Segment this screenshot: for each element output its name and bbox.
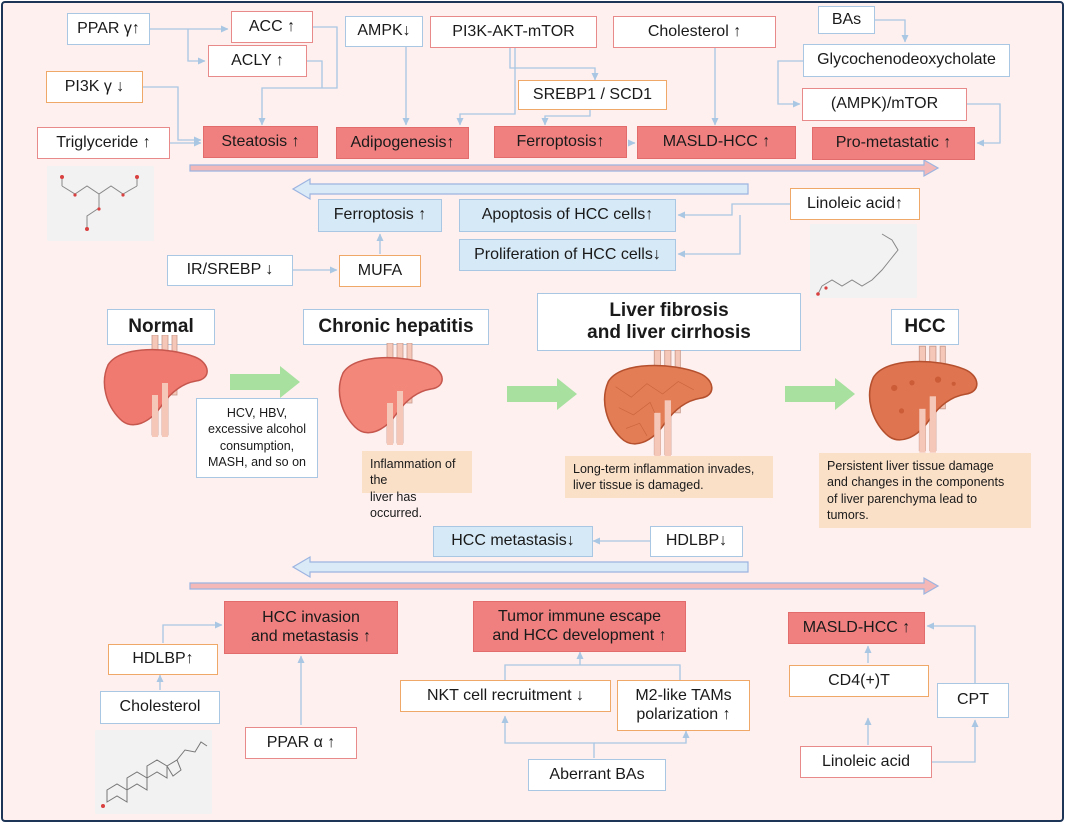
m2-tams-box: M2-like TAMs polarization ↑	[617, 680, 750, 731]
ampk-box: AMPK↓	[345, 16, 423, 47]
pi3k-akt-mtor-box: PI3K-AKT-mTOR	[430, 16, 597, 48]
stage-hcc-title: HCC	[891, 309, 959, 345]
ppar-gamma-box: PPAR γ↑	[67, 13, 150, 45]
m2-line2: polarization ↑	[636, 705, 731, 723]
lower-left-arrow	[291, 555, 749, 579]
causes-note: HCV, HBV, excessive alcohol consumption,…	[196, 398, 318, 478]
top-left-arrow	[291, 177, 749, 201]
fibrotic-liver-icon	[603, 350, 713, 457]
cd4-t-box: CD4(+)T	[789, 665, 929, 697]
cholesterol-lower-box: Cholesterol	[100, 691, 220, 724]
aberrant-bas-box: Aberrant BAs	[528, 759, 666, 791]
ferroptosis-mid-box: Ferroptosis ↑	[318, 199, 442, 232]
hcc-metastasis-box: HCC metastasis↓	[433, 526, 593, 557]
connector-lines	[143, 19, 1001, 763]
triglyceride-structure-icon	[60, 175, 139, 231]
glycochenodeoxycholate-box: Glycochenodeoxycholate	[803, 44, 1010, 77]
stage-arrow-3	[785, 378, 855, 410]
ferroptosis-top-box: Ferroptosis↑	[494, 126, 627, 158]
fibrosis-note: Long-term inflammation invades, liver ti…	[565, 456, 773, 498]
timeline-arrows	[189, 158, 940, 596]
linoleic-acid-top-box: Linoleic acid↑	[790, 188, 920, 220]
pi3k-gamma-box: PI3K γ ↓	[46, 71, 143, 103]
stage-arrow-2	[507, 378, 577, 410]
proliferation-hcc-box: Proliferation of HCC cells↓	[459, 239, 676, 271]
acly-box: ACLY ↑	[208, 45, 307, 77]
stage-arrow-1	[230, 366, 300, 398]
progression-arrows	[230, 366, 855, 410]
triglyceride-structure-image	[47, 166, 154, 241]
tumor-immune-escape-box: Tumor immune escape and HCC development …	[473, 601, 686, 652]
linoleic-acid-structure-icon	[816, 233, 899, 296]
bas-box: BAs	[818, 6, 875, 34]
pro-metastatic-box: Pro-metastatic ↑	[812, 127, 975, 160]
cholesterol-structure-icon	[101, 741, 208, 808]
ir-srebp-box: IR/SREBP ↓	[167, 255, 293, 286]
hcc-liver-icon	[868, 345, 978, 453]
ppar-alpha-box: PPAR α ↑	[245, 727, 357, 759]
masld-hcc-top-box: MASLD-HCC ↑	[637, 126, 796, 159]
m2-line1: M2-like TAMs	[635, 687, 732, 705]
escape-line1: Tumor immune escape	[497, 608, 662, 626]
ampk-mtor-box: (AMPK)/mTOR	[802, 88, 967, 121]
apoptosis-hcc-box: Apoptosis of HCC cells↑	[459, 199, 676, 232]
top-right-arrow	[189, 158, 940, 178]
mufa-box: MUFA	[339, 255, 421, 287]
hcc-invasion-box: HCC invasion and metastasis ↑	[224, 601, 398, 654]
cholesterol-structure-image	[95, 730, 212, 814]
adipogenesis-box: Adipogenesis↑	[336, 127, 469, 159]
stage-fibrosis-title: Liver fibrosis and liver cirrhosis	[537, 293, 801, 351]
invasion-line2: and metastasis ↑	[250, 627, 372, 645]
escape-line2: and HCC development ↑	[492, 626, 667, 644]
hdlbp-down-box: HDLBP↓	[650, 526, 743, 557]
hdlbp-up-box: HDLBP↑	[108, 644, 218, 675]
hcc-note: Persistent liver tissue damage and chang…	[819, 453, 1031, 528]
acc-box: ACC ↑	[231, 11, 313, 43]
fibrosis-title-line1: Liver fibrosis	[609, 300, 729, 322]
linoleic-acid-structure-image	[810, 224, 917, 298]
stage-normal-title: Normal	[107, 309, 215, 345]
triglyceride-box: Triglyceride ↑	[37, 127, 170, 159]
steatosis-box: Steatosis ↑	[203, 126, 318, 158]
fibrosis-title-line2: and liver cirrhosis	[587, 322, 751, 343]
srebp1-scd1-box: SREBP1 / SCD1	[518, 80, 667, 110]
cpt-box: CPT	[937, 683, 1009, 718]
normal-liver-icon	[103, 335, 208, 437]
linoleic-acid-lower-box: Linoleic acid	[800, 746, 932, 778]
hepatitis-note: Inflammation of the liver has occurred.	[362, 451, 472, 520]
cholesterol-top-box: Cholesterol ↑	[613, 16, 776, 48]
lower-right-arrow	[189, 576, 940, 596]
masld-hcc-lower-box: MASLD-HCC ↑	[788, 612, 925, 644]
chronic-hepatitis-liver-icon	[338, 343, 443, 445]
invasion-line1: HCC invasion	[262, 609, 360, 627]
nkt-recruitment-box: NKT cell recruitment ↓	[400, 680, 611, 712]
stage-chronic-hepatitis-title: Chronic hepatitis	[303, 309, 489, 345]
